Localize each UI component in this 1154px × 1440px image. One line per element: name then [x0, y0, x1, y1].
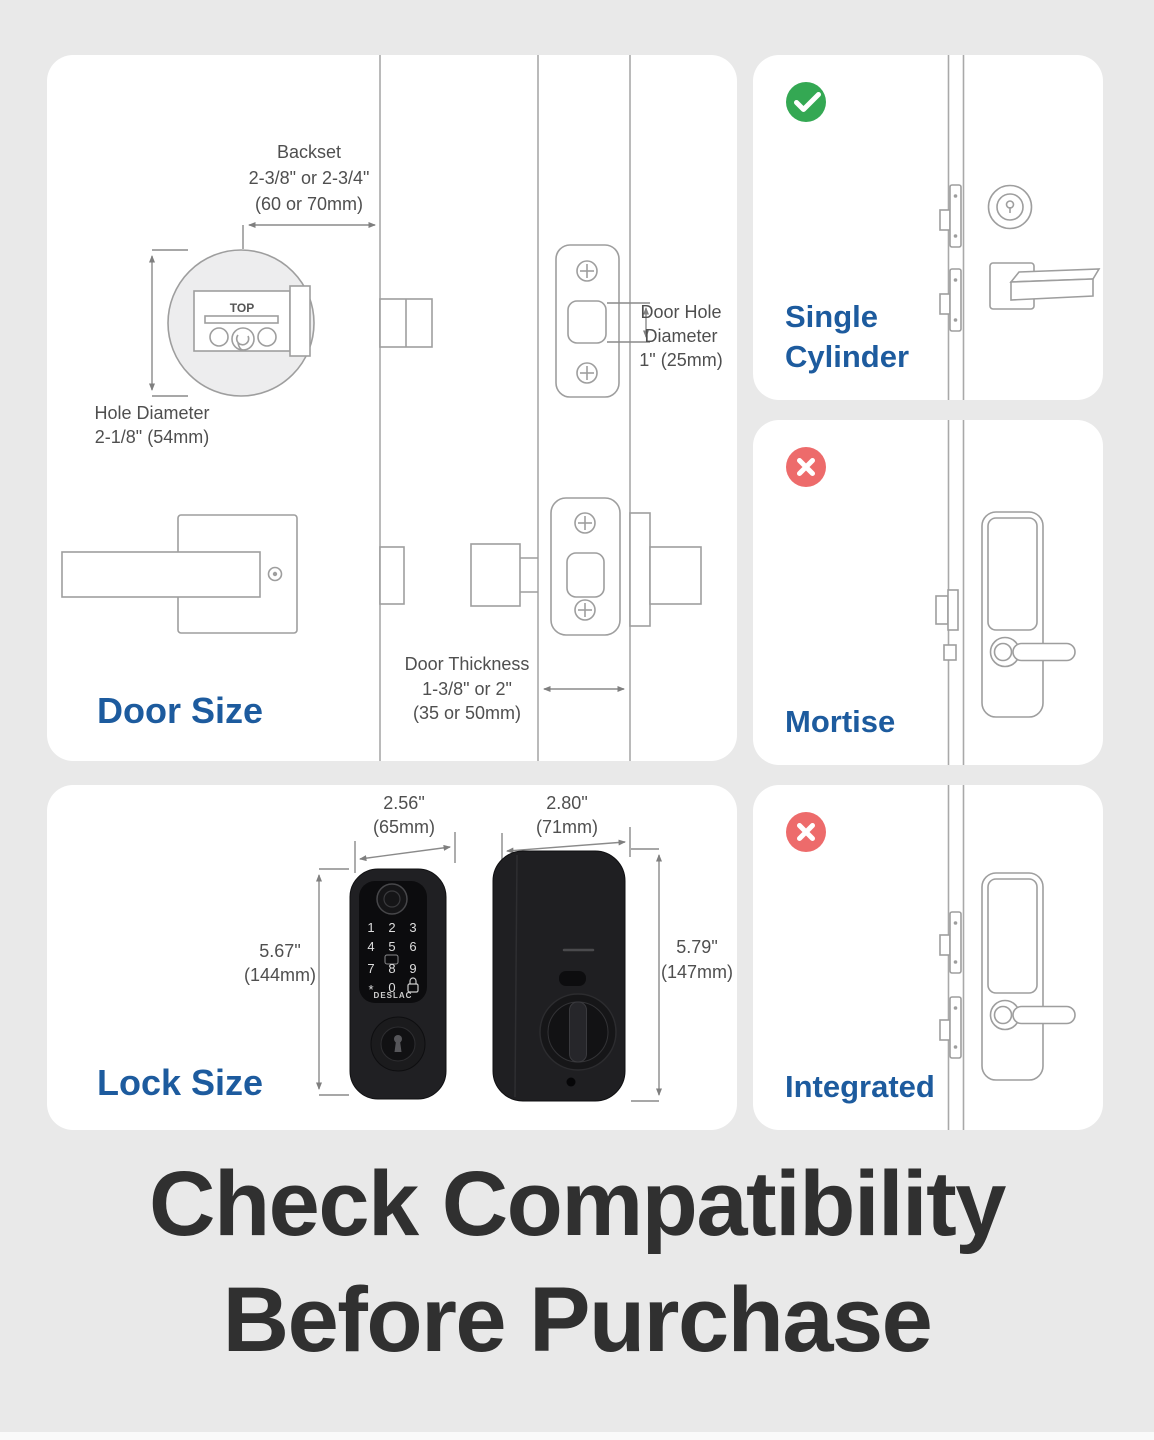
lever-handle-diagram — [61, 514, 298, 634]
integrated-lock-body — [981, 872, 1076, 1081]
svg-text:2.80": 2.80" — [546, 793, 587, 813]
deadbolt-strike-plate — [939, 911, 962, 974]
svg-text:5.79": 5.79" — [676, 937, 717, 957]
svg-text:(144mm): (144mm) — [244, 965, 316, 985]
front-width-annotation: 2.56" (65mm) — [354, 793, 456, 873]
back-lock-illustration — [492, 850, 626, 1102]
back-width-annotation: 2.80" (71mm) — [501, 793, 631, 865]
brand-logo: DESLAC — [374, 991, 413, 1000]
reset-hole — [566, 1077, 576, 1087]
lock-size-label: Lock Size — [97, 1062, 263, 1103]
check-icon — [786, 82, 826, 122]
svg-text:5: 5 — [388, 939, 395, 954]
door-hole-annotation: Door Hole Diameter 1" (25mm) — [607, 302, 723, 370]
page-title-line-1: Check Compatibility — [149, 1153, 1006, 1255]
backset-annotation: Backset 2-3/8" or 2-3/4" (60 or 70mm) — [242, 142, 376, 249]
lock-size-diagram: 2.56" (65mm) 2.80" (71mm) 1 — [97, 793, 733, 1103]
door-size-label: Door Size — [97, 690, 263, 731]
lever-handle — [989, 262, 1101, 310]
door-size-panel: Backset 2-3/8" or 2-3/4" (60 or 70mm) TO… — [47, 55, 737, 761]
svg-text:6: 6 — [409, 939, 416, 954]
mortise-panel: Mortise — [753, 420, 1103, 765]
cross-icon — [786, 447, 826, 487]
card-icon — [384, 954, 399, 965]
svg-text:(65mm): (65mm) — [373, 817, 435, 837]
svg-text:5.67": 5.67" — [259, 941, 300, 961]
svg-text:Door Hole: Door Hole — [640, 302, 721, 322]
mortise-diagram: Mortise — [785, 420, 1076, 765]
svg-text:Door Thickness: Door Thickness — [405, 654, 530, 674]
backset-label: Backset — [277, 142, 341, 162]
svg-text:(35 or 50mm): (35 or 50mm) — [413, 703, 521, 723]
back-height-annotation: 5.79" (147mm) — [631, 848, 733, 1102]
cross-icon — [786, 812, 826, 852]
panel-label: Mortise — [785, 704, 895, 739]
single-cylinder-diagram: Single Cylinder — [785, 55, 1101, 400]
svg-text:2-3/8" or 2-3/4": 2-3/8" or 2-3/4" — [249, 168, 370, 188]
svg-text:1" (25mm): 1" (25mm) — [639, 350, 722, 370]
svg-text:4: 4 — [367, 939, 374, 954]
keyhole-knob — [370, 1016, 426, 1072]
svg-text:9: 9 — [409, 961, 416, 976]
svg-text:0: 0 — [388, 980, 395, 995]
svg-text:Cylinder: Cylinder — [785, 339, 909, 374]
deadbolt-cylinder — [987, 184, 1033, 230]
latch-strike-plate — [939, 996, 962, 1059]
page-title-line-2: Before Purchase — [222, 1269, 933, 1371]
svg-text:Hole Diameter: Hole Diameter — [94, 403, 209, 423]
front-height-annotation: 5.67" (144mm) — [244, 868, 349, 1096]
integrated-panel: Integrated — [753, 785, 1103, 1130]
latch-assembly-bottom — [379, 497, 702, 636]
front-lock-illustration: 1 2 3 4 5 6 7 8 9 * 0 DE — [349, 868, 447, 1100]
svg-text:2.56": 2.56" — [383, 793, 424, 813]
svg-text:2-1/8" (54mm): 2-1/8" (54mm) — [95, 427, 209, 447]
svg-text:*: * — [368, 982, 373, 997]
bore-hole-diagram: TOP — [167, 249, 315, 397]
door-size-diagram: Backset 2-3/8" or 2-3/4" (60 or 70mm) TO… — [61, 55, 723, 761]
svg-text:3: 3 — [409, 920, 416, 935]
keypad: 1 2 3 4 5 6 7 8 9 * 0 — [367, 920, 419, 997]
panel-label: Integrated — [785, 1069, 935, 1104]
latch-strike-plate — [939, 268, 962, 332]
mortise-latch — [935, 589, 959, 661]
door-thickness-annotation: Door Thickness 1-3/8" or 2" (35 or 50mm) — [405, 654, 625, 723]
latch-faceplate-top — [555, 244, 620, 398]
fingerprint-sensor-icon — [376, 883, 408, 915]
lock-size-panel: 2.56" (65mm) 2.80" (71mm) 1 — [47, 785, 737, 1130]
deadbolt-strike-plate — [939, 184, 962, 248]
integrated-diagram: Integrated — [785, 785, 1076, 1130]
lock-button — [559, 971, 586, 986]
padlock-icon — [407, 977, 419, 993]
svg-text:(71mm): (71mm) — [536, 817, 598, 837]
panel-label: Single — [785, 299, 878, 334]
svg-text:(147mm): (147mm) — [661, 962, 733, 982]
svg-text:1: 1 — [367, 920, 374, 935]
single-cylinder-panel: Single Cylinder — [753, 55, 1103, 400]
svg-text:Diameter: Diameter — [644, 326, 717, 346]
svg-text:1-3/8" or 2": 1-3/8" or 2" — [422, 679, 512, 699]
hole-diameter-annotation: Hole Diameter 2-1/8" (54mm) — [94, 249, 210, 447]
thumbturn-knob — [539, 993, 617, 1071]
svg-text:2: 2 — [388, 920, 395, 935]
latch-bolt-top — [379, 298, 433, 348]
svg-text:(60 or 70mm): (60 or 70mm) — [255, 194, 363, 214]
top-marking: TOP — [230, 301, 254, 315]
bottom-edge — [0, 1432, 1154, 1440]
svg-text:8: 8 — [388, 961, 395, 976]
mortise-lock-body — [981, 511, 1076, 718]
svg-text:7: 7 — [367, 961, 374, 976]
